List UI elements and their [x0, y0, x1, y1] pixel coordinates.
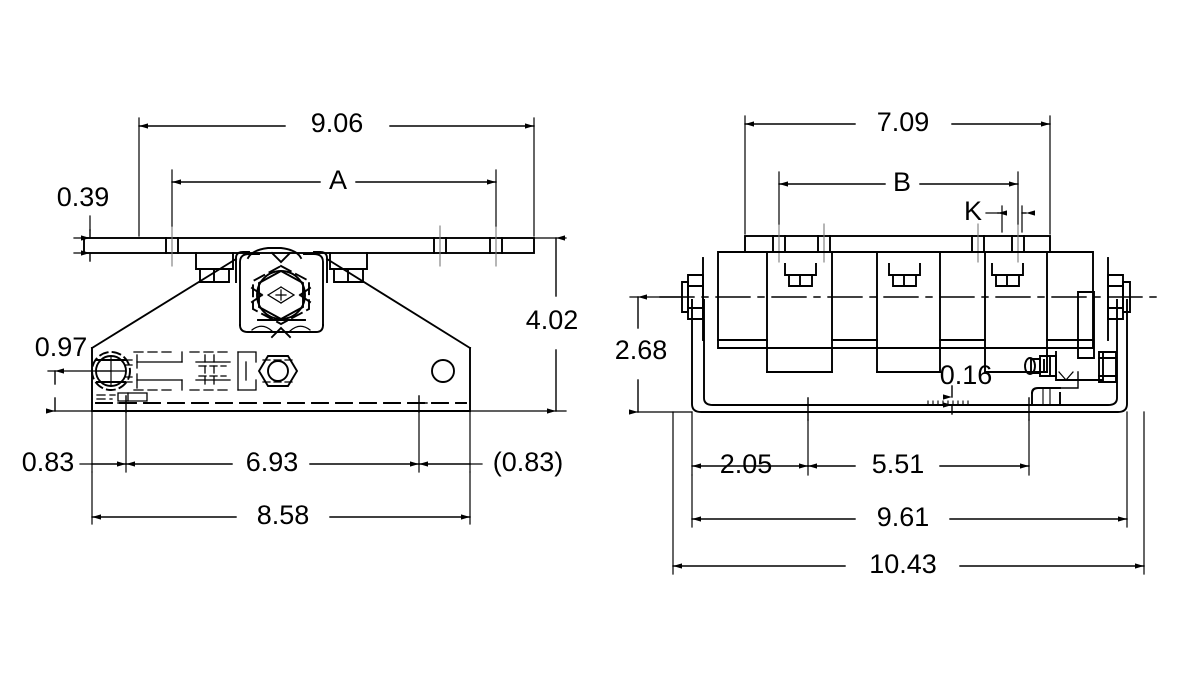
dim-4-02 [469, 235, 567, 414]
left-swivel-bearing-rings [250, 251, 312, 339]
dim-label-k: K [964, 196, 982, 226]
right-shaft-bolt-right [1107, 274, 1131, 320]
left-hex-nut [257, 355, 299, 387]
right-roller-segments [717, 251, 1094, 373]
left-top-plate [83, 237, 535, 254]
dim-0-83-left [79, 410, 127, 473]
left-through-hole [431, 359, 455, 383]
dim-10-43 [672, 411, 1145, 575]
dim-label-8-58: 8.58 [257, 500, 310, 530]
left-bracket-body [90, 257, 472, 412]
dim-label-0-16: 0.16 [940, 360, 993, 390]
dim-label-0-97: 0.97 [35, 332, 88, 362]
dim-label-a: A [329, 165, 347, 195]
dim-label-9-06: 9.06 [311, 108, 364, 138]
right-saddle-bolt-2 [888, 263, 921, 287]
right-bottom-datum-ticks [799, 397, 1038, 421]
left-view-geometry [83, 225, 535, 413]
right-carriage-frame [691, 299, 1128, 413]
right-plate-center-lines [778, 223, 1019, 263]
dim-label-0-83-left: 0.83 [22, 447, 75, 477]
dim-label-10-43: 10.43 [869, 549, 937, 579]
left-plate-center-lines [171, 225, 497, 267]
dim-label-9-61: 9.61 [877, 502, 930, 532]
dim-label-2-05: 2.05 [720, 449, 773, 479]
dimension-labels: 9.06 A 0.39 4.02 0.97 0.83 6.93 (0.83) 8… [22, 107, 993, 579]
dim-0-39 [73, 215, 91, 262]
dim-label-b: B [893, 167, 911, 197]
dim-2-68 [629, 294, 693, 415]
dim-8-58 [91, 471, 471, 525]
right-saddle-bolt-1 [784, 263, 817, 287]
dim-5-51 [807, 419, 1030, 476]
dim-9-61 [691, 411, 1128, 528]
dim-label-4-02: 4.02 [526, 305, 579, 335]
right-latch-detail [1031, 371, 1079, 406]
dim-label-2-68: 2.68 [615, 335, 668, 365]
dim-9-06 [138, 117, 535, 237]
dim-label-0-39: 0.39 [57, 182, 110, 212]
dim-0-97 [46, 368, 112, 414]
dim-label-0-83-right: (0.83) [493, 447, 564, 477]
right-top-plate [744, 235, 1051, 253]
dim-a [171, 169, 497, 227]
right-shaft-bolt-left [681, 274, 704, 320]
left-view-dimensions [46, 117, 567, 525]
left-mount-bolt-right [329, 252, 368, 283]
left-bottom-slot [96, 392, 148, 402]
dim-k [985, 205, 1035, 233]
dim-label-7-09: 7.09 [877, 107, 930, 137]
left-mount-bolt-left [195, 252, 234, 283]
left-internal-linkage [125, 351, 257, 391]
dim-label-5-51: 5.51 [872, 449, 925, 479]
left-bottom-datum-ticks [117, 395, 428, 413]
dim-label-6-93: 6.93 [246, 447, 299, 477]
right-saddle-bolt-3 [991, 263, 1024, 287]
dim-7-09 [744, 115, 1051, 235]
right-handle-lever [1024, 291, 1117, 383]
right-view-geometry [659, 223, 1161, 421]
right-view-dimensions [629, 115, 1145, 575]
dim-b [778, 171, 1019, 225]
dim-0-83-right [418, 410, 483, 473]
